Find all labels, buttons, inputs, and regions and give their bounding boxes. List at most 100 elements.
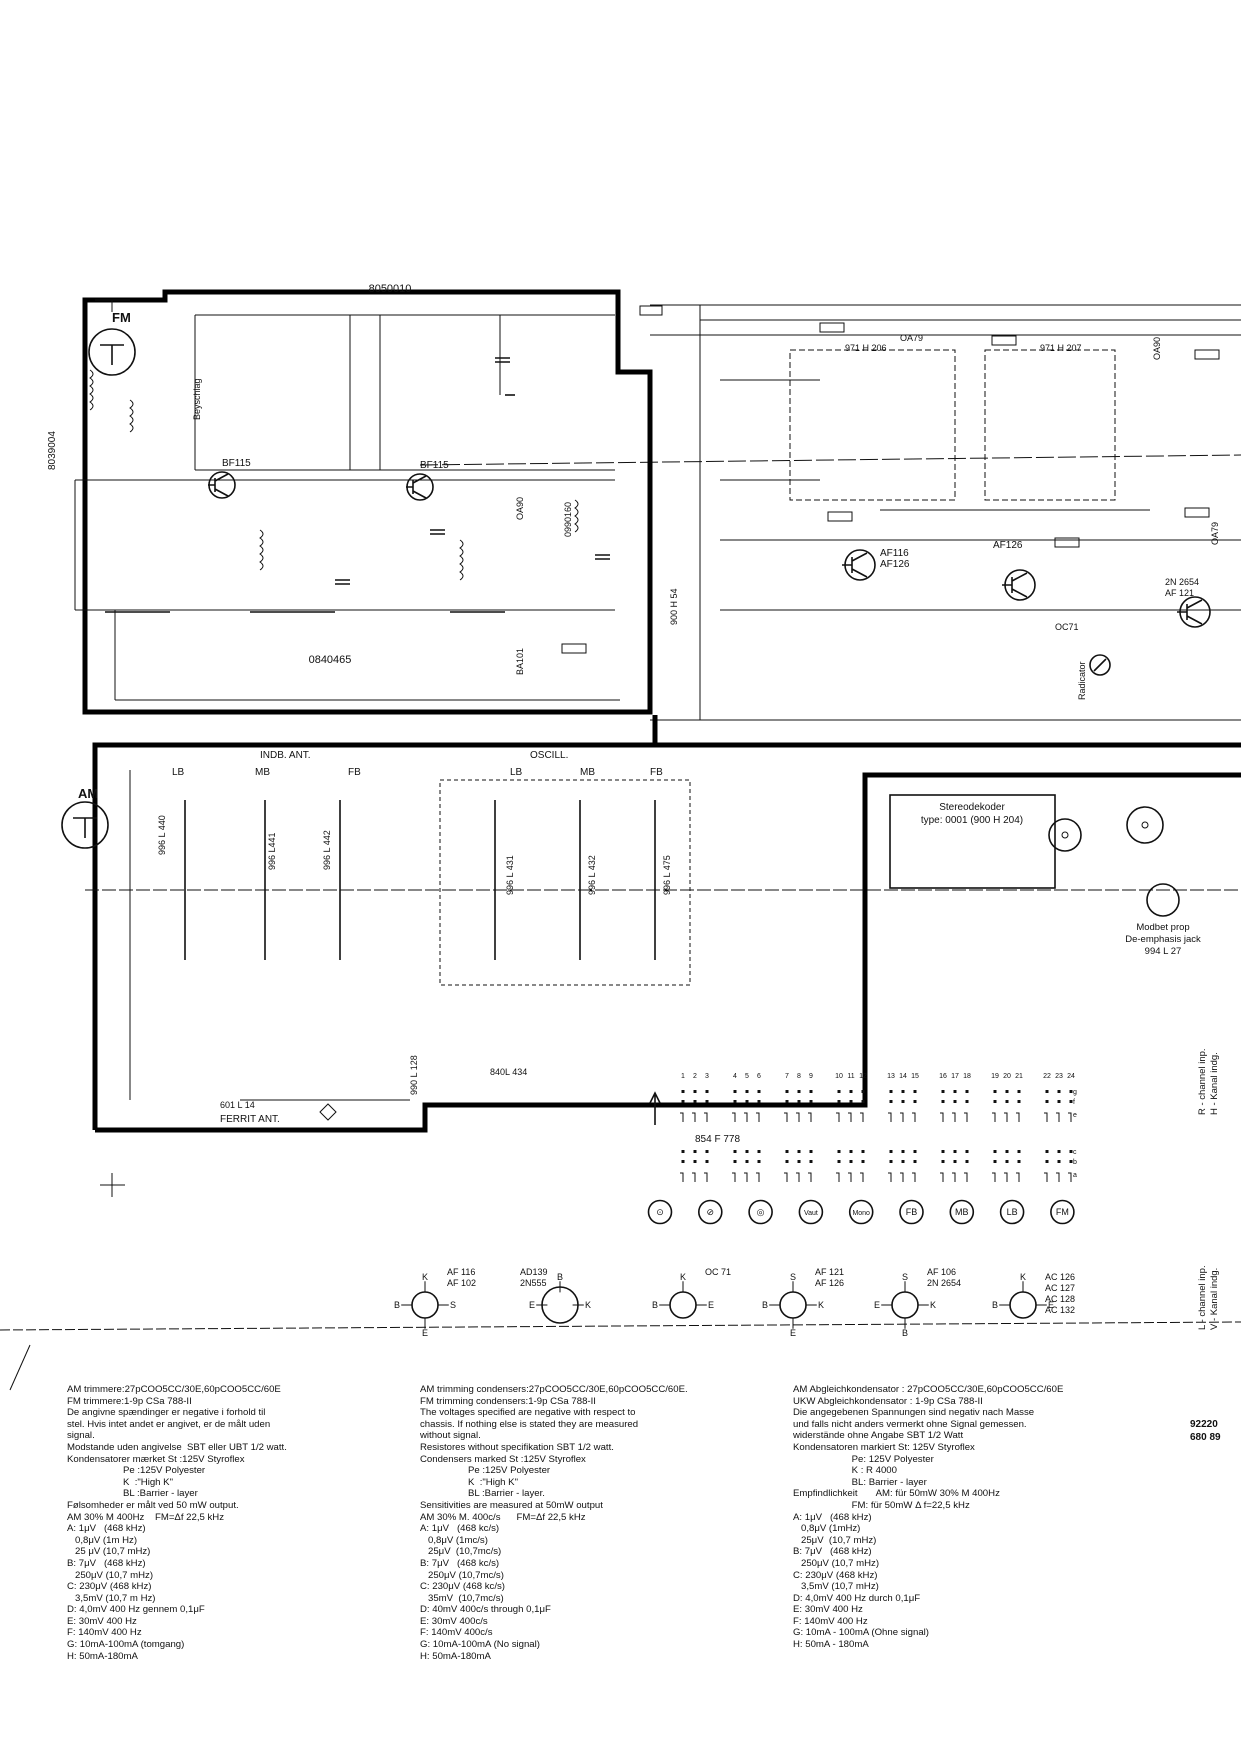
note-line: Kondensatorer mærket St :125V Styroflex: [67, 1453, 245, 1465]
button-4-label: Mono: [852, 1210, 870, 1217]
switch-lever: [1044, 1112, 1048, 1122]
code-1: 92220: [1190, 1419, 1218, 1430]
switch-lever: [680, 1172, 684, 1182]
switch-contact: [889, 1090, 893, 1093]
note-line: 250μV (10,7mc/s): [420, 1569, 504, 1581]
note-line: AM trimmere:27pCOO5CC/30E,60pCOO5CC/60E: [67, 1384, 281, 1395]
pinout-pin-label: B: [992, 1300, 998, 1310]
button-7-ring: [999, 1199, 1025, 1225]
note-line: 3,5mV (10,7 mHz): [793, 1581, 879, 1593]
switch-contact: [797, 1150, 801, 1153]
pinout-pin-label: S: [902, 1272, 908, 1282]
note-line: 35mV (10,7mc/s): [420, 1592, 504, 1604]
notes-english: AM trimming condensers:27pCOO5CC/30E,60p…: [420, 1384, 688, 1662]
switch-lever: [836, 1172, 840, 1182]
switch-lever: [1004, 1112, 1008, 1122]
pinout-pin-label: K: [930, 1300, 936, 1310]
note-line: C: 230μV (468 kHz): [793, 1569, 878, 1581]
note-line: Sensitivities are measured at 50mW outpu…: [420, 1499, 603, 1511]
pinout-pin-label: B: [902, 1328, 908, 1338]
switch-column-label: 2: [693, 1073, 697, 1080]
button-0-ring: [647, 1199, 673, 1225]
switch-contact: [941, 1090, 945, 1093]
note-line: K :"High K": [420, 1476, 518, 1488]
switch-contact: [965, 1150, 969, 1153]
ba101-label: BA101: [515, 648, 525, 675]
switch-contact: [1005, 1150, 1009, 1153]
fm-label: FM: [112, 310, 131, 325]
switch-row-label: g: [1073, 1089, 1077, 1096]
coil-996-475: 996 L 475: [662, 855, 672, 895]
button-8-ring: [1050, 1199, 1075, 1225]
switch-row-label: a: [1073, 1172, 1077, 1179]
switch-lever: [888, 1112, 892, 1122]
switch-lever: [1056, 1112, 1060, 1122]
beyschlag-label: Beyschlag: [192, 378, 202, 420]
switch-lever: [940, 1112, 944, 1122]
switch-lever: [692, 1112, 696, 1122]
pinout-2-name: OC 71: [705, 1267, 731, 1277]
switch-lever: [992, 1172, 996, 1182]
tr-a-label: AF116: [880, 548, 909, 559]
button-3-label: Vaut: [804, 1210, 818, 1217]
note-line: 250μV (10,7 mHz): [67, 1569, 154, 1581]
switch-contact: [1017, 1160, 1021, 1163]
notes-danish: AM trimmere:27pCOO5CC/30E,60pCOO5CC/60E F…: [67, 1384, 287, 1662]
switch-contact: [901, 1100, 905, 1103]
note-line: H: 50mA-180mA: [420, 1650, 491, 1662]
switch-column-label: 13: [887, 1073, 895, 1080]
transistor-bf115-1: BF115: [208, 458, 251, 499]
modbet-3: 994 L 27: [1145, 946, 1182, 957]
diode-oa90-label: OA90: [515, 497, 525, 520]
tr-b1-label: AF126: [880, 559, 910, 570]
switch-column-label: 9: [809, 1073, 813, 1080]
note-line: F: 140mV 400 Hz: [67, 1627, 142, 1639]
switch-lever: [796, 1112, 800, 1122]
switch-contact: [705, 1160, 709, 1163]
switch-lever: [692, 1172, 696, 1182]
pinout-3-name: AF 126: [815, 1278, 844, 1288]
note-line: 25 μV (10,7 mHz): [67, 1546, 151, 1558]
switch-contact: [861, 1100, 865, 1103]
switch-contact: [745, 1090, 749, 1093]
switch-contact: [1017, 1150, 1021, 1153]
note-line: FM: für 50mW Δ f=22,5 kHz: [793, 1499, 970, 1511]
switch-column-label: 23: [1055, 1073, 1063, 1080]
note-line: K : R 4000: [793, 1465, 897, 1477]
l-channel-label: L - channel inp.: [1197, 1265, 1208, 1330]
switch-contact: [953, 1100, 957, 1103]
pinout-pin-label: E: [422, 1328, 428, 1338]
if2-label: 971 H 207: [1040, 343, 1082, 353]
switch-contact: [913, 1100, 917, 1103]
note-line: Resistores without specifikation SBT 1/2…: [420, 1441, 614, 1453]
switch-lever: [744, 1172, 748, 1182]
switch-contact: [733, 1090, 737, 1093]
coil-996-431: 996 L 431: [505, 855, 515, 895]
switch-row-label: c: [1073, 1149, 1077, 1156]
switch-lever: [796, 1172, 800, 1182]
note-line: Pe :125V Polyester: [67, 1465, 206, 1477]
coil-996-441: 996 L441: [267, 832, 277, 870]
v-kanal-label: V - Kanal indg.: [1209, 1268, 1220, 1330]
switch-column-label: 19: [991, 1073, 999, 1080]
pinout-pin-label: S: [790, 1272, 796, 1282]
ferrit-num-label: 601 L 14: [220, 1100, 255, 1110]
note-line: Empfindlichkeit AM: für 50mW 30% M 400Hz: [793, 1488, 1000, 1500]
button-5-label: FB: [906, 1207, 918, 1217]
switch-contact: [757, 1100, 761, 1103]
pinout-pin-label: B: [652, 1300, 658, 1310]
switch-contact: [965, 1090, 969, 1093]
switch-contact: [733, 1160, 737, 1163]
switch-contact: [1045, 1150, 1049, 1153]
switch-contact: [1057, 1100, 1061, 1103]
fm-coil-label: 8039004: [47, 431, 58, 470]
pinout-pin-label: K: [422, 1272, 428, 1282]
scan-line-artifact: [0, 1321, 1241, 1331]
stereo-type: type: 0001 (900 H 204): [921, 815, 1023, 826]
pinout-1-name: AD139: [520, 1267, 548, 1277]
diode-oa79b-label: OA79: [1210, 522, 1220, 545]
switch-lever: [992, 1112, 996, 1122]
note-line: BL :Barrier - layer.: [420, 1488, 545, 1500]
switch-column-label: 24: [1067, 1073, 1075, 1080]
